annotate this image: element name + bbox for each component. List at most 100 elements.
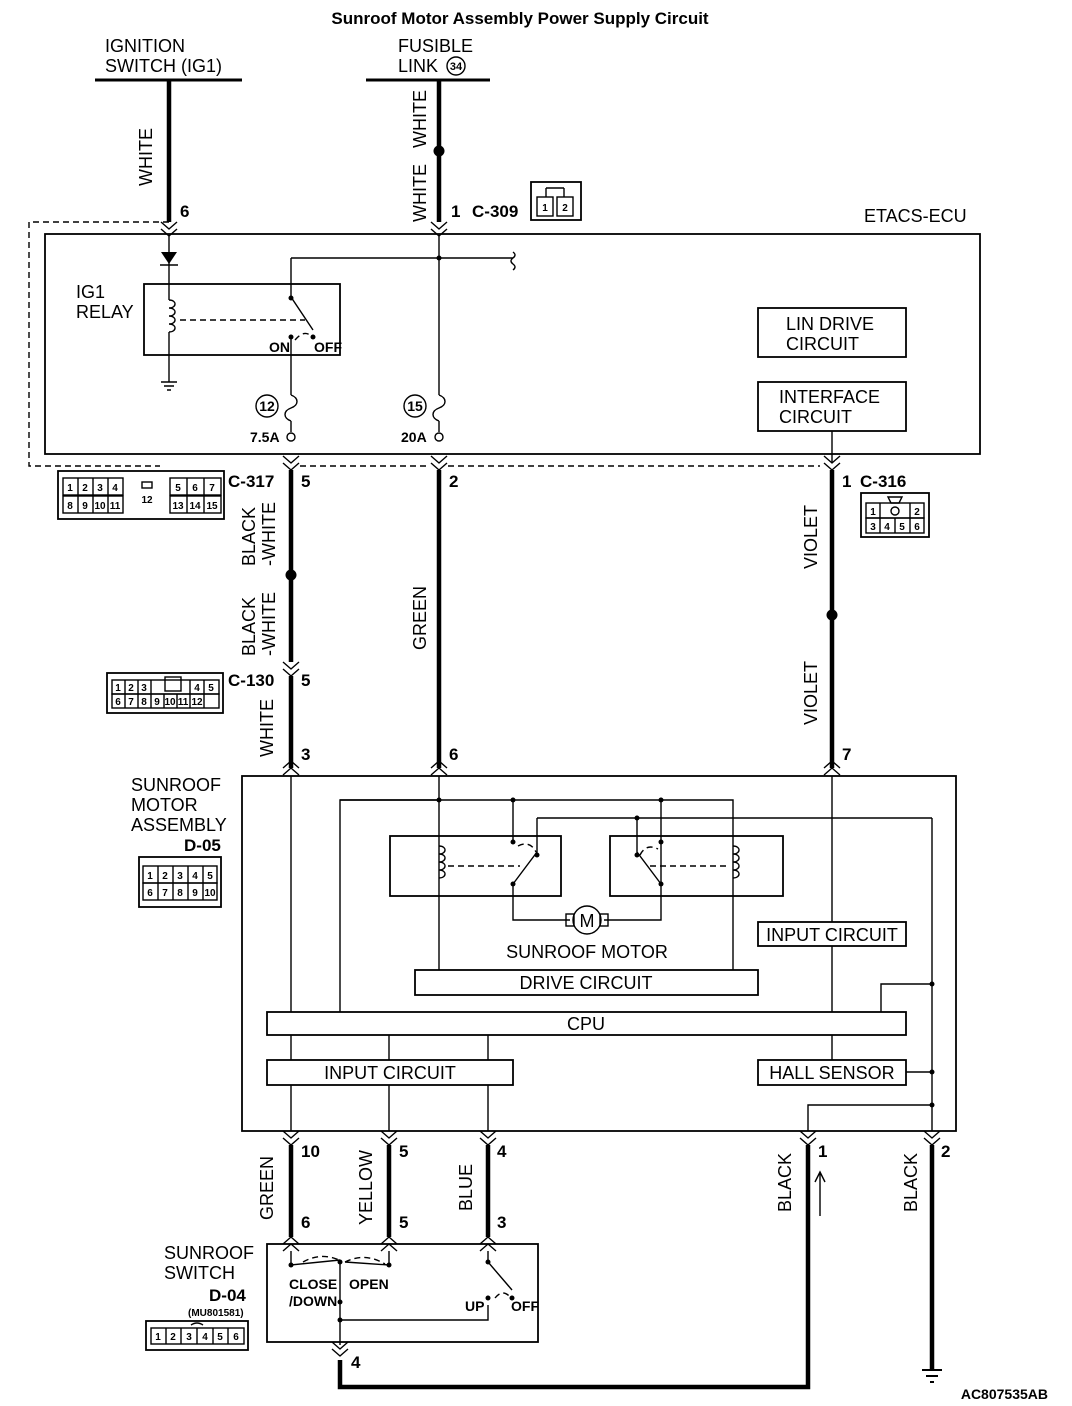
connector-c130-label: C-130 [228,671,274,690]
svg-text:2: 2 [562,203,568,214]
etacs-dashed-boundary [28,221,820,467]
svg-text:2: 2 [170,1332,176,1343]
svg-text:1: 1 [155,1332,161,1343]
connector-arrow-d05-7 [823,760,841,776]
diagram-title: Sunroof Motor Assembly Power Supply Circ… [331,9,709,28]
svg-text:4: 4 [192,871,198,882]
svg-text:2: 2 [162,871,168,882]
connector-c130-icon: 1 2 3 4 5 6 7 8 9 10 11 12 [106,672,224,714]
svg-text:3: 3 [177,871,183,882]
fuse-12-number: 12 [259,398,275,414]
diode-icon [161,252,177,264]
pin-d05-1: 1 [818,1142,827,1161]
svg-text:11: 11 [110,501,121,512]
etacs-ecu-label: ETACS-ECU [864,206,967,226]
wire-black-1 [337,1145,811,1390]
svg-text:6: 6 [115,697,121,708]
wire-label-fl-white-a: WHITE [410,90,430,148]
wire-label-blue: BLUE [456,1164,476,1211]
svg-text:5: 5 [217,1332,223,1343]
svg-text:9: 9 [154,697,160,708]
connector-c316-label: C-316 [860,472,906,491]
svg-text:1: 1 [542,203,548,214]
input-circuit-left-box [266,1059,514,1086]
ig1-relay-box [143,283,341,356]
svg-text:10: 10 [164,697,176,708]
ground-icon-main [922,1369,942,1383]
sunroof-switch-box [266,1243,539,1343]
wire-label-bw-b: BLACK-WHITE [239,592,279,656]
pin-c130-5: 5 [301,671,310,690]
relay-switch-contact [290,258,314,331]
connector-c316-icon: 1 2 3 4 5 6 [860,492,930,538]
splice-dot-fusible [433,145,445,157]
pin-sw-5: 5 [399,1213,408,1232]
svg-text:7: 7 [128,697,134,708]
connector-arrow-etacs-2 [430,455,448,471]
sunroof-motor-label: SUNROOF MOTOR [506,942,668,962]
svg-text:5: 5 [207,871,213,882]
connector-d04-icon: 1 2 3 4 5 6 [145,1320,249,1351]
connector-arrow-d05-1 [799,1130,817,1146]
svg-text:10: 10 [94,501,106,512]
connector-d04-part: (MU801581) [188,1308,244,1319]
relay-coil-icon [168,299,176,333]
drive-circuit-box [414,969,759,996]
svg-text:8: 8 [67,501,73,512]
wire-label-violet-a: VIOLET [801,505,821,569]
pin-d05-5: 5 [399,1142,408,1161]
svg-text:8: 8 [177,888,183,899]
input-circuit-left-label: INPUT CIRCUIT [324,1063,456,1083]
pin-fl-1: 1 [451,202,460,221]
motor-icon [572,905,602,935]
svg-text:6: 6 [147,888,153,899]
connector-d04-label: D-04 [209,1286,246,1305]
connector-arrow-sw-4 [331,1341,349,1357]
switch-open-label: OPEN [349,1276,389,1292]
pin-d05-2: 2 [941,1142,950,1161]
connector-arrow-d05-10 [282,1130,300,1146]
svg-text:10: 10 [204,888,216,899]
connector-arrow-d05-4 [479,1130,497,1146]
pin-d05-3: 3 [301,745,310,764]
svg-text:5: 5 [208,683,214,694]
svg-text:2: 2 [82,483,88,494]
input-circuit-right-box [757,921,907,947]
svg-text:4: 4 [194,683,200,694]
motor-relay-left [389,835,562,897]
svg-text:4: 4 [112,483,118,494]
ground-icon-relay [161,381,177,391]
wire-label-fl-white-b: WHITE [410,164,430,222]
svg-text:8: 8 [141,697,147,708]
pin-d05-4: 4 [497,1142,507,1161]
connector-d05-label: D-05 [184,836,221,855]
connector-c317-label: C-317 [228,472,274,491]
pin-sw-6: 6 [301,1213,310,1232]
fuse-15-icon [432,394,446,432]
svg-text:3: 3 [97,483,103,494]
hall-sensor-label: HALL SENSOR [769,1063,894,1083]
switch-off-label: OFF [511,1298,539,1314]
motor-symbol: M [580,911,595,931]
pin-d05-6: 6 [449,745,458,764]
connector-arrow-c317 [282,455,300,471]
cpu-box [266,1011,907,1036]
pin-d05-10: 10 [301,1142,320,1161]
wire-label-green-mid: GREEN [410,586,430,650]
connector-arrow-c130 [282,661,300,677]
switch-up-label: UP [465,1298,484,1314]
svg-text:1: 1 [67,483,73,494]
pin-d05-7: 7 [842,745,851,764]
etacs-ecu-box [44,233,981,455]
connector-d05-icon: 1 2 3 4 5 6 7 8 9 10 [138,856,222,908]
switch-close-down-label: CLOSE/DOWN [289,1276,337,1309]
svg-text:12: 12 [141,495,153,506]
svg-text:7: 7 [162,888,168,899]
fuse-15-rating: 20A [401,429,427,445]
cpu-label: CPU [567,1014,605,1034]
